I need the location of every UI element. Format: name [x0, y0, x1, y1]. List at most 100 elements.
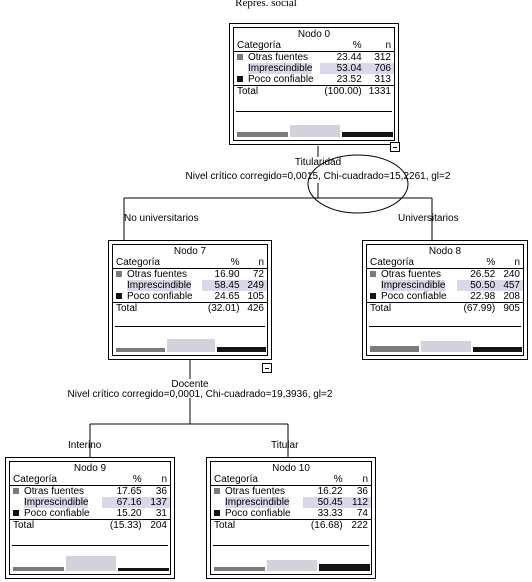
branch-label-interino: Interino: [68, 440, 102, 451]
row-category: Otras fuentes: [10, 486, 102, 497]
header-pct: %: [102, 474, 145, 486]
row-pct: 23.52: [336, 74, 362, 85]
header-categoria: Categoría: [10, 474, 103, 486]
table-header-row: Categoría % n: [113, 257, 267, 269]
node-10-title: Nodo 10: [272, 463, 310, 474]
node-8-box[interactable]: Nodo 8 Categoría % n Otras fuentes 26.52…: [362, 240, 528, 360]
node-9-box[interactable]: Nodo 9 Categoría % n Otras fuentes 17.65…: [5, 457, 175, 579]
row-category: Otras fuentes: [211, 486, 303, 497]
row-pct: 50.50: [457, 280, 499, 291]
row-pct: 16.22: [317, 486, 343, 497]
bar-poco: [118, 568, 169, 571]
row-n: 240: [503, 269, 520, 280]
table-row: Otras fuentes 23.44 312: [234, 52, 394, 63]
row-n: 31: [155, 508, 167, 519]
row-category: Imprescindible: [211, 497, 303, 508]
row-n: 312: [374, 52, 391, 63]
total-label: Total: [211, 519, 304, 531]
node-7-bar-chart: [115, 326, 266, 353]
row-category: Poco confiable: [113, 291, 202, 303]
row-category: Poco confiable: [10, 508, 102, 520]
row-category: Imprescindible: [113, 280, 202, 291]
row-pct: 33.33: [317, 508, 343, 519]
row-category-label: Poco confiable: [381, 291, 447, 302]
total-pct: (15.33): [102, 519, 145, 531]
table-row: Poco confiable 22.98 208: [367, 291, 523, 303]
node-10-frame: Nodo 10 Categoría % n Otras fuentes 16.2…: [210, 461, 372, 575]
split-variable-docente: Docente: [171, 379, 209, 390]
header-pct: %: [319, 40, 365, 52]
category-swatch-icon: [237, 54, 243, 60]
row-n: 105: [247, 291, 264, 302]
row-n: 249: [242, 280, 267, 291]
row-pct: 67.16: [102, 497, 145, 508]
total-n: 204: [144, 519, 170, 531]
total-label: Total: [10, 519, 103, 531]
node-9-frame: Nodo 9 Categoría % n Otras fuentes 17.65…: [9, 461, 171, 575]
node-0-box[interactable]: Nodo 0 Categoría % n Otras fuentes 23.44…: [229, 23, 399, 145]
table-row: Otras fuentes 16.22 36: [211, 486, 371, 497]
collapse-toggle-node-0[interactable]: [390, 142, 400, 152]
row-pct: 16.90: [214, 269, 240, 280]
row-n: 706: [364, 63, 394, 74]
node-0-frame: Nodo 0 Categoría % n Otras fuentes 23.44…: [233, 27, 395, 141]
bar-impresc: [266, 560, 318, 571]
collapse-toggle-node-7[interactable]: [262, 363, 272, 373]
node-0-bar-chart: [236, 111, 393, 138]
node-9-bar-chart: [12, 545, 169, 572]
header-n: n: [498, 257, 523, 269]
table-row: Otras fuentes 26.52 240: [367, 269, 523, 280]
row-category-label: Imprescindible: [381, 280, 446, 291]
row-pct: 24.65: [214, 291, 240, 302]
node-8-title: Nodo 8: [428, 246, 462, 257]
bar-impresc: [421, 341, 471, 352]
table-row: Imprescindible 53.04 706: [234, 63, 394, 74]
branch-label-universitarios: Universitarios: [398, 213, 459, 224]
branch-label-titular: Titular: [271, 440, 299, 451]
row-category-label: Poco confiable: [225, 508, 291, 519]
header-n: n: [242, 257, 267, 269]
table-row: Poco confiable 33.33 74: [211, 508, 371, 520]
row-category-label: Otras fuentes: [225, 486, 286, 497]
category-swatch-icon: [116, 271, 122, 277]
row-n: 36: [356, 486, 368, 497]
node-8-bar-chart: [369, 326, 522, 353]
split-stats-titularidad: Nivel crítico corregido=0,0015, Chi-cuad…: [185, 171, 451, 182]
bar-otras: [13, 567, 64, 571]
header-categoria: Categoría: [367, 257, 458, 269]
node-7-box[interactable]: Nodo 7 Categoría % n Otras fuentes 16.90…: [108, 240, 272, 360]
bar-impresc: [166, 339, 216, 352]
bar-poco: [217, 347, 266, 352]
table-row: Otras fuentes 16.90 72: [113, 269, 267, 280]
table-header-row: Categoría % n: [10, 474, 170, 486]
row-category-label: Imprescindible: [248, 63, 313, 74]
table-row: Otras fuentes 17.65 36: [10, 486, 170, 497]
node-10-box[interactable]: Nodo 10 Categoría % n Otras fuentes 16.2…: [206, 457, 376, 579]
table-header-row: Categoría % n: [234, 40, 394, 52]
node-0-title: Nodo 0: [297, 29, 331, 40]
node-7-frame: Nodo 7 Categoría % n Otras fuentes 16.90…: [112, 244, 268, 356]
table-row: Poco confiable 23.52 313: [234, 74, 394, 86]
category-swatch-icon: [370, 271, 376, 277]
branch-label-no-universitarios: No universitarios: [124, 213, 199, 224]
row-category-label: Poco confiable: [127, 291, 193, 302]
row-pct: 22.98: [470, 291, 496, 302]
row-category-label: Otras fuentes: [381, 269, 442, 280]
annotation-ellipse: [307, 154, 409, 214]
header-n: n: [345, 474, 371, 486]
category-swatch-icon: [214, 510, 220, 516]
bar-otras: [370, 346, 420, 352]
row-n: 457: [498, 280, 523, 291]
bar-otras: [214, 567, 265, 571]
node-10-bar-chart: [213, 545, 370, 572]
row-n: 208: [503, 291, 520, 302]
row-pct: 26.52: [470, 269, 496, 280]
category-swatch-icon: [237, 76, 243, 82]
row-category: Poco confiable: [367, 291, 457, 303]
row-n: 112: [345, 497, 371, 508]
category-swatch-icon: [13, 499, 19, 505]
total-n: 426: [242, 302, 267, 314]
table-row: Poco confiable 24.65 105: [113, 291, 267, 303]
table-row: Imprescindible 67.16 137: [10, 497, 170, 508]
node-9-table: Categoría % n Otras fuentes 17.65 36 Imp…: [10, 474, 170, 531]
